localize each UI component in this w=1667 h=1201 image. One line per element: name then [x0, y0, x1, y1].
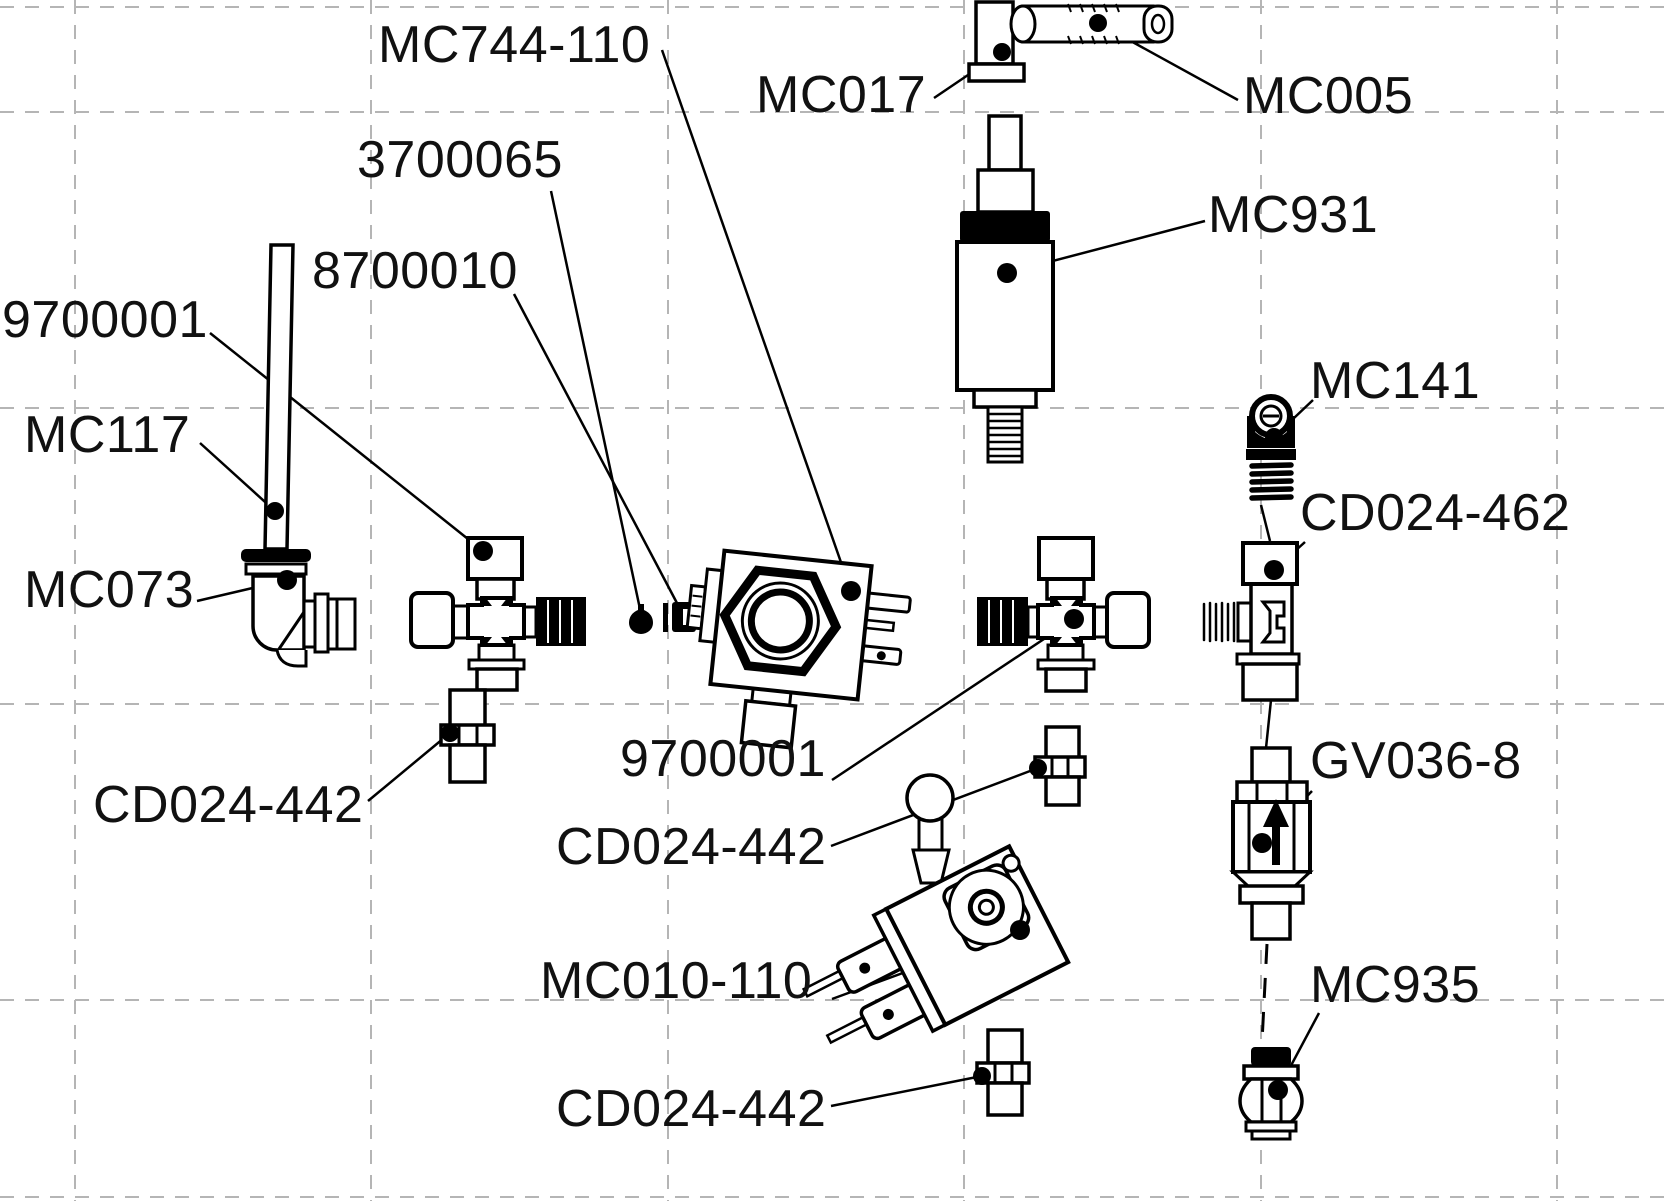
- part-label-mc117: MC117: [24, 406, 191, 464]
- dot-mc005: [1089, 14, 1107, 32]
- part-label-3700065: 3700065: [357, 131, 563, 189]
- dot-gv036-8: [1252, 833, 1272, 853]
- leader-cd024-442-bottom: [830, 1074, 983, 1108]
- dot-cd024-442-bottom: [973, 1067, 991, 1085]
- dot-cd024-442-center: [1029, 759, 1047, 777]
- part-label-gv036-8: GV036-8: [1310, 732, 1522, 790]
- dot-mc073: [277, 570, 297, 590]
- dot-mc117: [266, 502, 284, 520]
- part-label-cd024-442-center: CD024-442: [556, 818, 827, 876]
- leader-mc744-110: [660, 49, 853, 592]
- cross-fitting-right-drawing: [977, 536, 1151, 693]
- leader-8700010: [512, 293, 680, 606]
- leader-cd024-442-left: [367, 732, 451, 802]
- dot-mc935: [1268, 1080, 1288, 1100]
- part-label-cd024-462: CD024-462: [1300, 484, 1571, 542]
- part-label-9700001-left: 9700001: [2, 291, 208, 349]
- part-label-mc010-110: MC010-110: [540, 952, 813, 1010]
- solenoid-valve-mc744-drawing: [685, 548, 912, 750]
- leader-9700001-left: [209, 332, 484, 552]
- part-label-mc017: MC017: [756, 66, 927, 124]
- dot-mc744-110: [841, 581, 861, 601]
- part-label-cd024-442-left: CD024-442: [93, 776, 364, 834]
- solenoid-coil-mc931-drawing: [955, 114, 1055, 464]
- part-label-mc073: MC073: [24, 561, 195, 619]
- mc073-elbow-drawing: [241, 549, 357, 668]
- ball-barb-fitting-drawing: [905, 773, 955, 885]
- cross-fitting-left-drawing: [409, 536, 586, 692]
- cylinder-mc005-drawing: [1009, 3, 1174, 45]
- part-label-mc005: MC005: [1243, 67, 1414, 125]
- part-label-mc141: MC141: [1310, 352, 1481, 410]
- union-fitting-center-drawing: [1033, 725, 1087, 807]
- dot-mc010-110: [1010, 920, 1030, 940]
- check-valve-gv036-drawing: [1229, 699, 1314, 1043]
- part-label-cd024-442-bottom: CD024-442: [556, 1080, 827, 1138]
- part-label-mc935: MC935: [1310, 956, 1481, 1014]
- dot-mc931: [997, 263, 1017, 283]
- solenoid-valve-mc010-drawing: [801, 843, 1071, 1045]
- dot-9700001-left: [473, 541, 493, 561]
- dot-cd024-442-left: [441, 724, 459, 742]
- part-label-mc931: MC931: [1208, 186, 1379, 244]
- dot-mc017: [993, 43, 1011, 61]
- leader-9700001-center: [831, 617, 1075, 782]
- flow-direction-arrow-icon: [1263, 799, 1289, 865]
- part-label-mc744-110: MC744-110: [378, 16, 651, 74]
- duckbill-valve-drawing: [629, 604, 653, 634]
- part-label-9700001-center: 9700001: [620, 730, 826, 788]
- dot-9700001-center: [1064, 609, 1084, 629]
- dot-mc141: [1265, 428, 1283, 446]
- part-label-8700010: 8700010: [312, 242, 518, 300]
- leader-mc117: [199, 442, 276, 512]
- banjo-screw-mc141-drawing: [1246, 394, 1296, 542]
- leader-dots: [266, 14, 1288, 1100]
- leader-3700065: [549, 190, 642, 610]
- dot-cd024-462: [1264, 560, 1284, 580]
- tee-fitting-cd462-drawing: [1202, 541, 1301, 702]
